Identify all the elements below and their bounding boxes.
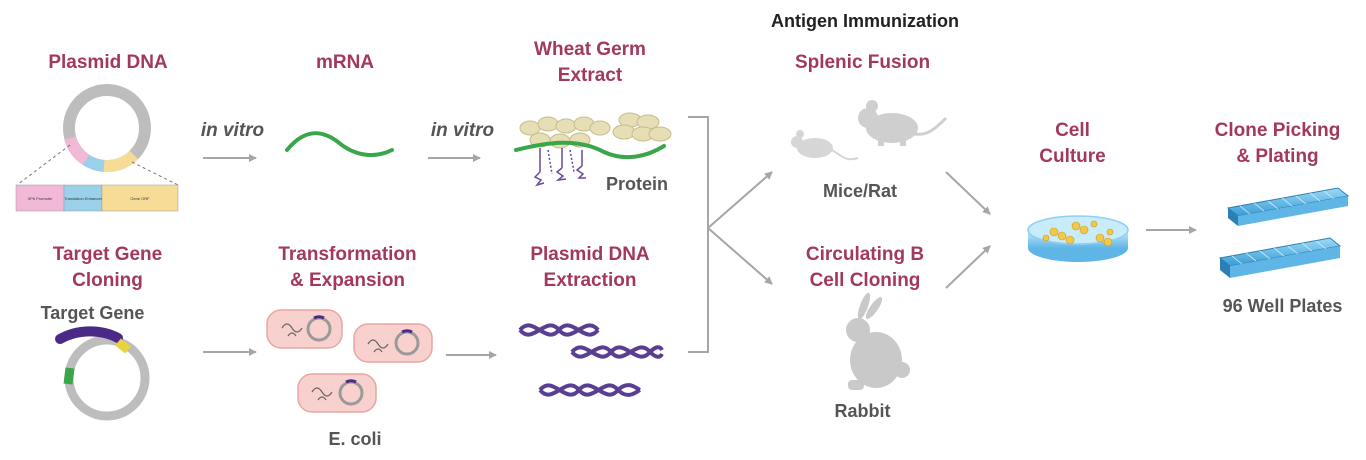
target-gene-cloning-label: Target Gene Cloning — [25, 242, 190, 294]
target-gene-cloning-line1: Target Gene — [52, 244, 163, 265]
plasmid-icon — [16, 84, 179, 186]
ecoli-cell-icon — [297, 373, 377, 413]
wheat-germ-mrna — [514, 140, 666, 160]
splenic-fusion-label: Splenic Fusion — [794, 52, 931, 73]
mice-rat-label: Mice/Rat — [822, 181, 898, 201]
wheat-germ-label-line1: Wheat Germ — [534, 39, 646, 60]
convergence-bracket — [688, 116, 709, 353]
protein-label: Protein — [605, 174, 668, 194]
e-coli-label: E. coli — [328, 429, 382, 449]
segment-label: Gene ORF — [130, 196, 150, 201]
arrow-icon — [707, 171, 773, 229]
arrow-icon — [945, 245, 991, 289]
clone-picking-label: Clone Picking & Plating — [1190, 118, 1365, 170]
antigen-immunization-title: Antigen Immunization — [771, 11, 959, 31]
plasmid-extraction-line1: Plasmid DNA — [530, 244, 650, 265]
plasmid-map: SP6 Promoter Translation Enhancer Gene O… — [15, 184, 179, 212]
wheat-germ-label-line2: Extract — [557, 65, 623, 86]
ecoli-cell-icon — [266, 309, 343, 349]
wheat-germ-label: Wheat Germ Extract — [500, 37, 680, 89]
well-plates-label: 96 Well Plates — [1222, 296, 1343, 316]
protein-icon — [533, 148, 586, 187]
rabbit-label: Rabbit — [834, 401, 891, 421]
petri-dish-icon — [1027, 215, 1129, 262]
plasmid-extraction-line2: Extraction — [543, 270, 637, 291]
rat-icon — [858, 100, 948, 146]
in-vitro-label: in vitro — [200, 120, 265, 141]
circulating-b-line2: Cell Cloning — [809, 270, 921, 291]
target-gene-plasmid-icon — [55, 326, 150, 421]
in-vitro-label: in vitro — [430, 120, 495, 141]
clone-picking-line1: Clone Picking — [1214, 120, 1341, 141]
plasmid-extraction-label: Plasmid DNA Extraction — [500, 242, 680, 294]
target-gene-cloning-line2: Cloning — [72, 270, 143, 291]
well-plate-icon — [1218, 237, 1342, 278]
target-gene-label: Target Gene — [40, 303, 145, 323]
mouse-icon — [791, 130, 859, 161]
circulating-b-line1: Circulating B — [805, 244, 925, 265]
segment-label: Translation Enhancer — [64, 196, 103, 201]
plasmid-dna-label: Plasmid DNA — [48, 52, 168, 73]
mrna-strand-icon — [285, 131, 394, 158]
arrow-icon — [945, 171, 991, 215]
transformation-line2: & Expansion — [289, 270, 406, 291]
cell-culture-label: Cell Culture — [1010, 118, 1135, 170]
dna-helix-icon — [538, 383, 641, 397]
cell-culture-line1: Cell — [1055, 120, 1090, 141]
arrow-icon — [707, 227, 773, 285]
mrna-label: mRNA — [315, 52, 375, 73]
transformation-label: Transformation & Expansion — [250, 242, 445, 294]
dna-helix-icon — [518, 323, 600, 337]
cell-culture-line2: Culture — [1039, 146, 1106, 167]
rabbit-icon — [846, 292, 910, 390]
well-plate-icon — [1226, 187, 1350, 226]
wheat-germ-icon — [519, 112, 672, 149]
clone-picking-line2: & Plating — [1236, 146, 1319, 167]
circulating-b-label: Circulating B Cell Cloning — [775, 242, 955, 294]
ecoli-cell-icon — [353, 323, 433, 363]
transformation-line1: Transformation — [278, 244, 417, 265]
segment-label: SP6 Promoter — [27, 196, 53, 201]
dna-helix-icon — [570, 345, 664, 359]
